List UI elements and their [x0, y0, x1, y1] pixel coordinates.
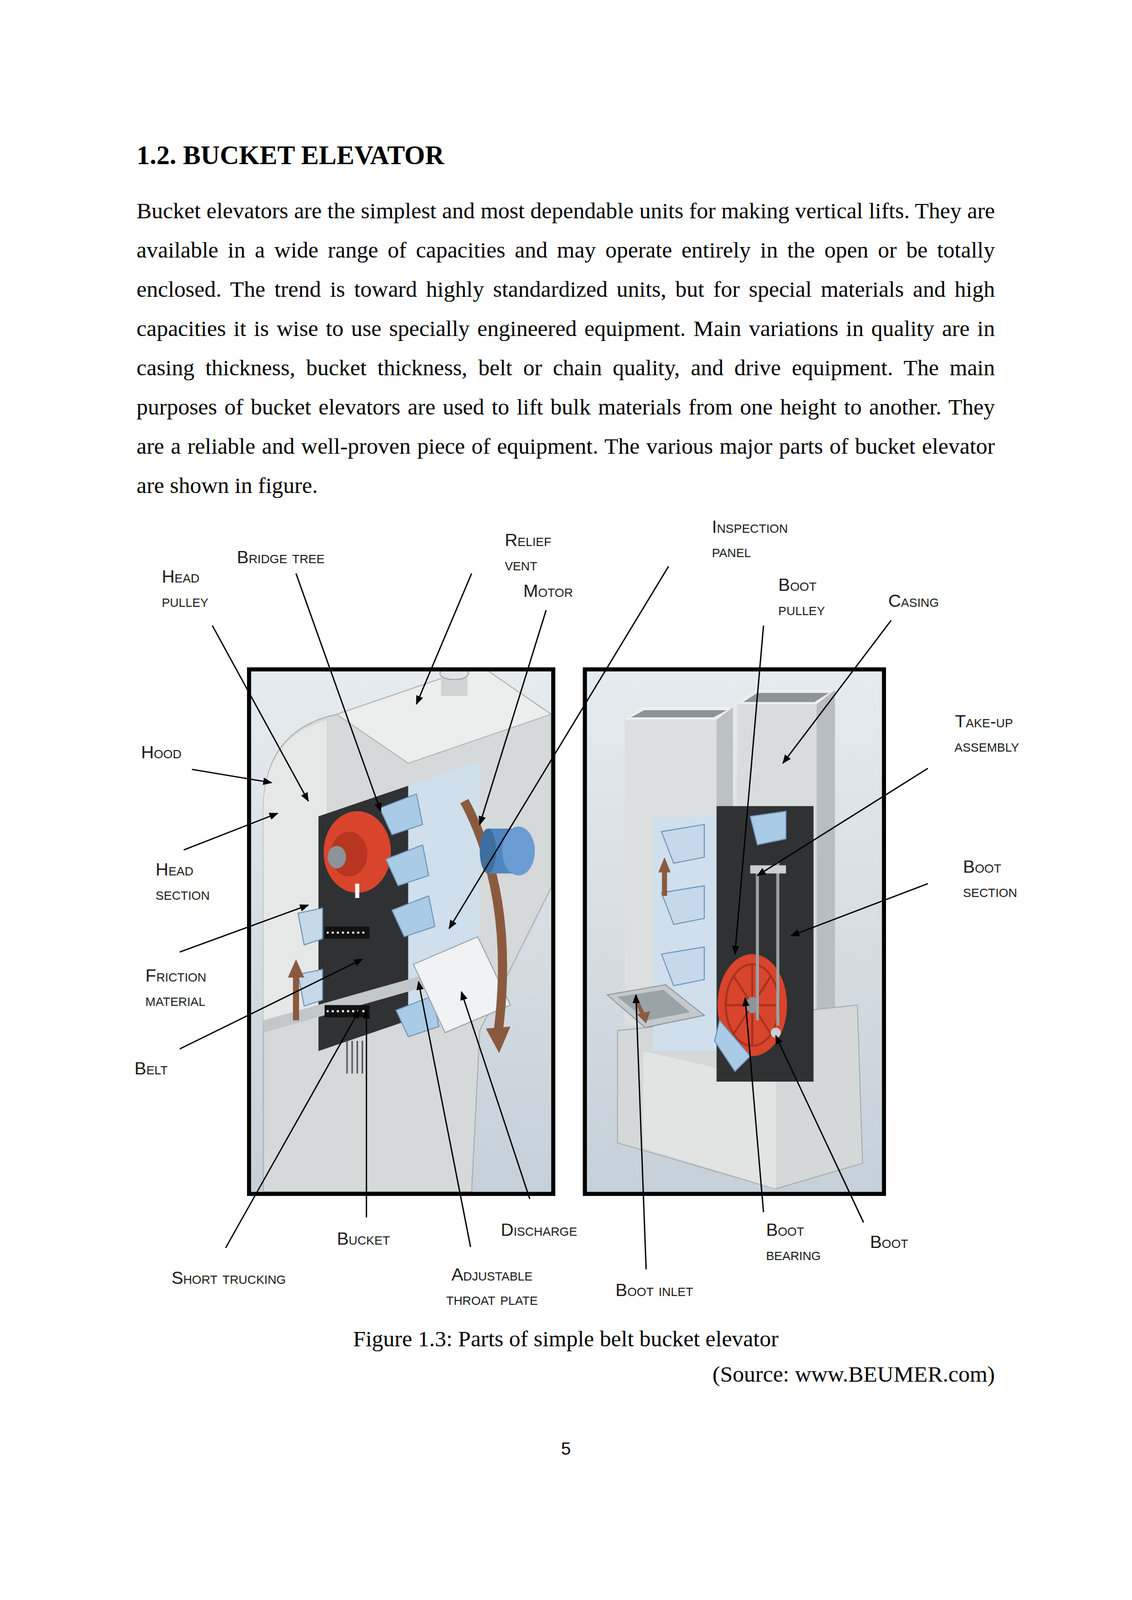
leader-lines	[225, 1010, 360, 1249]
leader-lines	[745, 998, 764, 1213]
source-note: (Source: www.BEUMER.com)	[136, 1360, 995, 1388]
part-label: Bucket	[336, 1226, 391, 1251]
head-section-illustration	[336, 671, 552, 764]
leader-lines	[183, 813, 278, 851]
boot-section-illustration	[587, 671, 883, 1193]
leader-lines	[635, 994, 646, 1270]
leader-lines	[449, 566, 669, 929]
part-label: Hood	[140, 740, 183, 765]
part-label: Head pulley	[161, 564, 170, 613]
leader-lines	[418, 981, 471, 1247]
part-label: Head section	[155, 857, 164, 906]
body-paragraph: Bucket elevators are the simplest and mo…	[136, 191, 995, 506]
boot-section-illustration	[734, 976, 771, 1034]
part-label: Boot pulley	[778, 572, 786, 622]
head-section-illustration	[361, 1040, 364, 1074]
boot-section-illustration	[742, 693, 829, 703]
boot-section-illustration	[624, 706, 733, 720]
leader-lines	[179, 959, 363, 1050]
leader-lines	[757, 768, 928, 876]
leader-lines	[179, 566, 929, 1270]
part-label: Inspection panel	[711, 514, 720, 564]
head-section-illustration	[324, 926, 370, 939]
head-section-illustration	[391, 895, 436, 937]
part-label: Short trucking	[170, 1265, 287, 1291]
leader-lines	[365, 1010, 368, 1218]
head-section-illustration	[346, 1040, 348, 1074]
page-number: 5	[538, 1437, 594, 1460]
head-section-illustration	[297, 908, 323, 945]
leader-lines	[735, 625, 764, 955]
head-section-illustration	[263, 720, 327, 1021]
leader-lines	[191, 769, 272, 783]
boot-section-illustration	[661, 824, 705, 864]
leader-lines	[416, 573, 472, 705]
part-label: Discharge	[500, 1217, 579, 1242]
boot-section-illustration	[587, 671, 883, 1193]
part-label: Friction material	[145, 963, 153, 1013]
figure-frame	[584, 669, 884, 1194]
part-label: Bridge tree	[236, 544, 326, 570]
part-label: Adjustable throat plate	[445, 1262, 539, 1312]
leader-lines	[461, 992, 531, 1200]
head-section-illustration	[356, 1040, 359, 1074]
section-heading: 1.2. BUCKET ELEVATOR	[136, 139, 445, 171]
part-label: Boot inlet	[614, 1277, 694, 1303]
leader-lines	[179, 905, 309, 953]
figure-frame	[249, 669, 554, 1194]
leader-lines	[296, 573, 381, 812]
boot-section-illustration	[750, 811, 786, 846]
head-section-illustration	[324, 1005, 370, 1018]
head-section-illustration	[326, 1010, 368, 1013]
head-section-illustration	[479, 828, 497, 874]
part-label: Boot bearing	[766, 1217, 774, 1267]
head-section-illustration	[385, 845, 429, 887]
head-section-illustration	[347, 1040, 363, 1074]
head-section-illustration	[292, 974, 300, 1021]
part-label: Motor	[522, 578, 574, 604]
boot-section-illustration	[658, 857, 671, 873]
figure-caption: Figure 1.3: Parts of simple belt bucket …	[136, 1324, 995, 1353]
head-section-illustration	[263, 671, 552, 1193]
leader-lines	[790, 883, 928, 936]
part-label: Take-up assembly	[954, 709, 1014, 758]
part-label: Boot	[868, 1229, 909, 1255]
part-label: Belt	[133, 1056, 169, 1081]
boot-section-illustration	[734, 976, 771, 1034]
part-label: Casing	[887, 588, 940, 613]
head-section-illustration	[250, 671, 552, 1193]
head-section-illustration	[326, 931, 368, 935]
boot-section-illustration	[630, 710, 727, 718]
leader-lines	[775, 1035, 864, 1223]
head-section-illustration	[351, 1040, 354, 1074]
leader-lines	[479, 610, 547, 825]
part-label: Boot section	[962, 854, 971, 904]
head-section-illustration	[287, 959, 305, 978]
head-section-illustration	[485, 1026, 511, 1053]
boot-section-illustration	[636, 1011, 651, 1024]
leader-lines	[782, 620, 892, 764]
boot-section-illustration	[617, 989, 690, 1021]
head-section-illustration	[323, 811, 391, 894]
boot-section-illustration	[776, 862, 780, 1026]
boot-section-illustration	[607, 984, 705, 1029]
head-section-illustration	[327, 846, 347, 869]
boot-section-illustration	[736, 689, 835, 705]
boot-section-illustration	[662, 869, 668, 896]
boot-section-illustration	[714, 1020, 751, 1072]
head-section-illustration	[355, 883, 360, 899]
part-label: Relief vent	[504, 527, 512, 577]
boot-section-illustration	[661, 886, 705, 925]
boot-section-illustration	[755, 867, 759, 1021]
head-section-illustration	[379, 793, 423, 835]
boot-section-illustration	[661, 946, 705, 986]
head-section-illustration	[439, 671, 469, 680]
